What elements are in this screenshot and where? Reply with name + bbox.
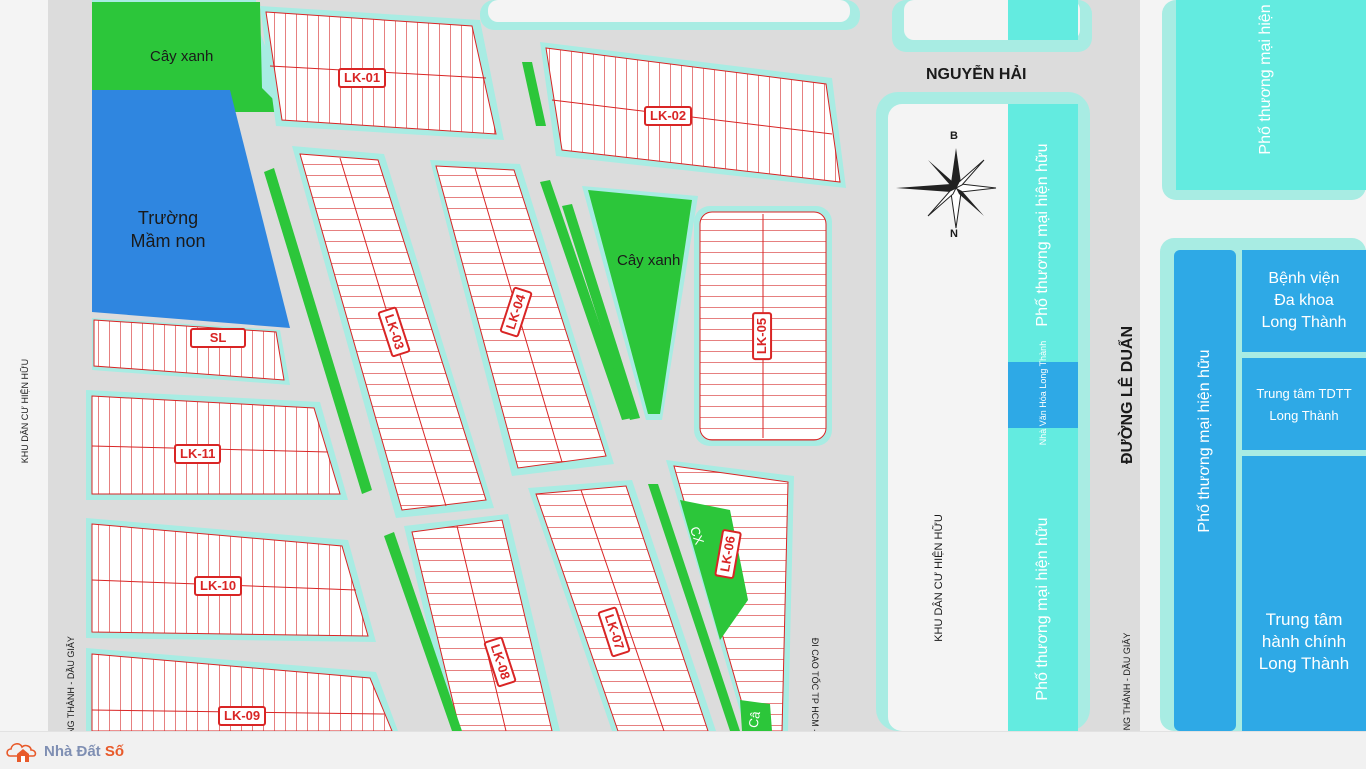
block-lk09 — [91, 653, 393, 731]
label-hospital-2: Đa khoa — [1274, 292, 1334, 309]
label-khu-dan-cu-left: KHU DÂN CƯ HIỆN HỮU — [20, 358, 30, 464]
block-label-lk02[interactable]: LK-02 — [644, 106, 693, 126]
label-commercial-2: Phố thương mại hiện hữu — [1034, 517, 1051, 701]
brand-name-a: Nhà Đất — [44, 742, 105, 760]
label-sports-1: Trung tâm TDTT — [1256, 386, 1352, 401]
label-commercial-1: Phố thương mại hiện hữu — [1034, 143, 1051, 327]
house-cloud-icon — [6, 743, 37, 762]
cultural-house — [1008, 362, 1078, 428]
commercial-right-strip — [1174, 250, 1236, 731]
label-cay-xanh-top: Cây xanh — [150, 48, 214, 65]
street-le-duan: ĐƯỜNG LÊ DUẨN — [1119, 325, 1136, 465]
map-canvas[interactable]: NGUYỄN HẢI ĐƯỜNG LÊ DUẨN NG THÀNH - DẦU … — [0, 0, 1366, 731]
block-label-lk10[interactable]: LK-10 — [194, 576, 243, 596]
street-long-thanh-left: NG THÀNH - DẦU GIÂY — [66, 636, 76, 731]
green-area-center — [588, 190, 692, 414]
label-commercial-3: Phố thương mại hiện hữu — [1196, 349, 1213, 533]
brand-name-b: Số — [104, 742, 125, 760]
street-highway: ĐI CAO TỐC TP HCM - — [810, 637, 820, 731]
left-residential-strip — [0, 0, 48, 731]
label-sports-2: Long Thành — [1269, 408, 1339, 423]
kindergarten-block — [92, 90, 290, 328]
label-cay-partial: Câ — [745, 710, 764, 729]
compass-north: B — [950, 130, 958, 142]
label-admin-2: hành chính — [1261, 632, 1347, 651]
commercial-top — [1008, 0, 1078, 40]
label-khu-dan-cu-right: KHU DÂN CƯ HIỆN HỮU — [933, 514, 945, 642]
sports-center-block — [1242, 358, 1366, 450]
block-lk08 — [411, 519, 553, 731]
block-label-lk11[interactable]: LK-11 — [174, 444, 222, 464]
green-area-top-left — [92, 2, 286, 112]
label-hospital-1: Bệnh viện — [1268, 270, 1340, 287]
admin-center-block — [1242, 456, 1366, 731]
block-lk02 — [545, 47, 841, 183]
compass-south: N — [950, 228, 958, 240]
compass-rose-icon — [896, 148, 997, 229]
hospital-block — [1242, 250, 1366, 352]
block-label-lk05[interactable]: LK-05 — [752, 311, 773, 361]
block-label-lk01[interactable]: LK-01 — [338, 68, 387, 88]
block-label-lk09[interactable]: LK-09 — [218, 706, 267, 726]
street-long-thanh-right: ONG THÀNH - DẦU GIÂY — [1122, 632, 1132, 731]
label-sl[interactable]: SL — [190, 328, 246, 348]
label-school-line1: Trường — [137, 208, 199, 228]
brand-logo[interactable]: Nhà Đất Số — [6, 738, 124, 764]
street-nguyen-hai: NGUYỄN HẢI — [926, 66, 1027, 83]
label-school-line2: Mầm non — [130, 231, 206, 251]
footer-bar: Nhà Đất Số — [0, 731, 1366, 769]
label-admin-3: Long Thành — [1258, 654, 1350, 673]
label-cultural-house: Nhà Văn Hóa Long Thành — [1038, 340, 1048, 446]
label-commercial-4: Phố thương mại hiện hữu — [1257, 0, 1274, 155]
label-admin-1: Trung tâm — [1265, 610, 1343, 629]
commercial-top-right — [1176, 0, 1366, 190]
label-cay-xanh-center: Cây xanh — [617, 252, 681, 269]
label-hospital-3: Long Thành — [1261, 314, 1347, 331]
